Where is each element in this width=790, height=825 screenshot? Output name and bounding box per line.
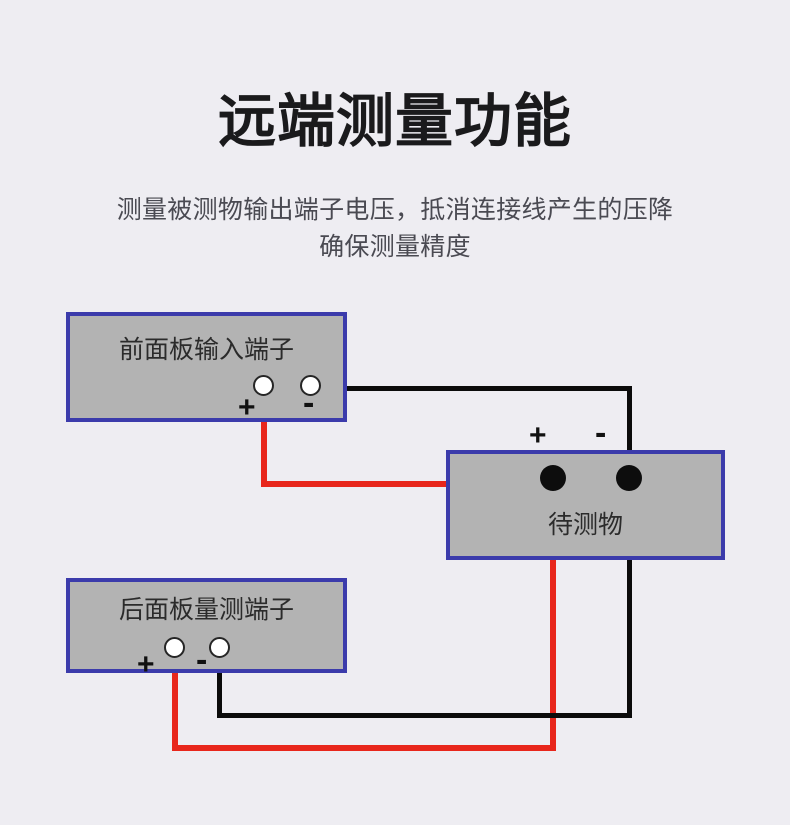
wire-red-front-plus-vertical [261,388,267,487]
box-device-under-test-label: 待测物 [547,511,623,539]
subtitle-line-1: 测量被测物输出端子电压，抵消连接线产生的压降 [116,196,674,224]
terminal-rear-panel-positive[interactable] [164,637,185,658]
subtitle-line-2: 确保测量精度 [319,233,471,261]
terminal-front-panel-positive[interactable] [253,375,274,396]
wire-black-bottom-horizontal [217,713,632,718]
page-title: 远端测量功能 [217,89,572,154]
wire-red-dut-plus-down [550,478,556,751]
box-front-panel: 前面板输入端子 [66,312,347,422]
wire-black-front-to-dut-vertical [627,386,632,484]
box-device-under-test: 待测物 [446,450,725,560]
sign-front-panel-negative: - [303,384,315,422]
terminal-rear-panel-negative[interactable] [209,637,230,658]
wire-red-bottom-horizontal [172,745,556,751]
wire-black-rear-minus-down [217,648,222,718]
terminal-dut-positive[interactable] [540,465,566,491]
sign-rear-panel-negative: - [196,641,208,679]
wire-black-front-minus-horizontal [308,386,632,391]
box-front-panel-label: 前面板输入端子 [118,336,294,364]
wire-black-dut-minus-down [627,478,632,718]
wire-red-front-to-dut-horizontal [261,481,559,487]
wire-red-rear-plus-down [172,648,178,751]
sign-front-panel-positive: + [238,391,256,424]
box-rear-panel: 后面板量测端子 [66,578,347,673]
sign-rear-panel-positive: + [137,648,155,681]
sign-dut-positive: + [529,419,547,452]
terminal-front-panel-negative[interactable] [300,375,321,396]
box-rear-panel-label: 后面板量测端子 [118,596,294,624]
sign-dut-negative: - [595,414,607,452]
page-subtitle: 测量被测物输出端子电压，抵消连接线产生的压降 确保测量精度 [0,192,790,266]
terminal-dut-negative[interactable] [616,465,642,491]
